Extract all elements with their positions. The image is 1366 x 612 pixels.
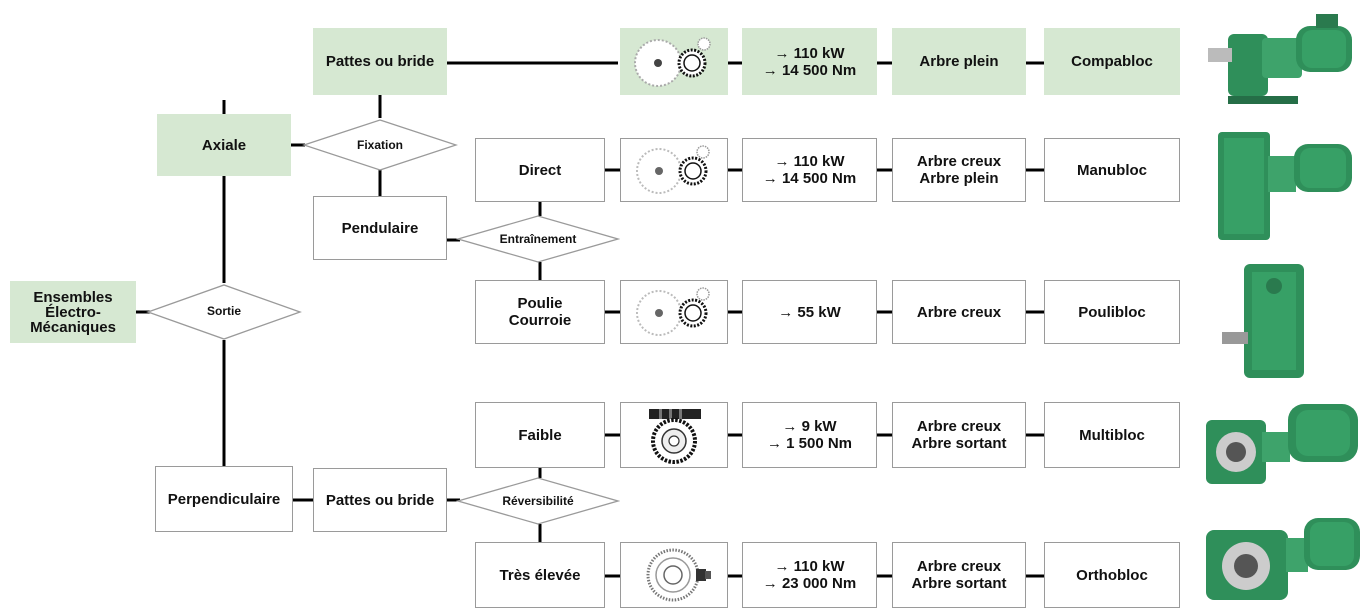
- entrainement-diamond: [456, 215, 620, 263]
- reversibilite-diamond: [456, 477, 620, 525]
- fixation-diamond: [302, 119, 458, 171]
- root-node: Ensembles Électro- Mécaniques: [10, 281, 136, 343]
- entrainement-label: Entraînement: [499, 232, 577, 246]
- row3-shaft-1: Arbre creux: [916, 303, 1002, 321]
- poulie-label-1: Poulie: [517, 295, 563, 312]
- row4-shaft-1: Arbre creux: [916, 418, 1002, 435]
- multibloc-photo: [1206, 404, 1358, 484]
- row2-shaft-2: Arbre plein: [919, 170, 999, 187]
- perpendiculaire-node: Perpendiculaire: [155, 466, 293, 532]
- row1-torque-value: → 14 500 Nm: [762, 61, 857, 79]
- sortie-diamond: [146, 284, 302, 340]
- root-label-3: Mécaniques: [30, 318, 116, 336]
- row1-gear-box: [620, 28, 728, 95]
- row5-power-value: → 110 kW: [774, 558, 845, 575]
- row2-power: → 110 kW → 14 500 Nm: [742, 138, 877, 202]
- row4-shaft: Arbre creux Arbre sortant: [892, 402, 1026, 468]
- spur-gear-icon: [636, 145, 710, 194]
- row2-product: Manubloc: [1044, 138, 1180, 202]
- spur-gear-icon: [634, 37, 711, 87]
- row3-shaft: Arbre creux: [892, 280, 1026, 344]
- fixation-label: Fixation: [356, 138, 403, 152]
- row4-shaft-2: Arbre sortant: [911, 435, 1007, 452]
- row3-gear-box: [620, 280, 728, 344]
- faible-node: Faible: [475, 402, 605, 468]
- sortie-label: Sortie: [206, 304, 241, 318]
- direct-node: Direct: [475, 138, 605, 202]
- row4-power: → 9 kW → 1 500 Nm: [742, 402, 877, 468]
- row5-product: Orthobloc: [1044, 542, 1180, 608]
- row5-torque-value: → 23 000 Nm: [762, 575, 857, 592]
- compabloc-photo: [1208, 14, 1352, 104]
- row2-gear-box: [620, 138, 728, 202]
- row4-power-value: → 9 kW: [782, 418, 837, 435]
- worm-gear-icon: [649, 409, 701, 464]
- row1-shaft: Arbre plein: [892, 28, 1026, 95]
- pattes-top-node: Pattes ou bride: [313, 28, 447, 95]
- row3-product: Poulibloc: [1044, 280, 1180, 344]
- row2-torque-value: → 14 500 Nm: [762, 170, 857, 187]
- spur-gear-icon: [636, 287, 710, 336]
- row5-power: → 110 kW → 23 000 Nm: [742, 542, 877, 608]
- root-label-1: Ensembles: [33, 288, 113, 306]
- bevel-gear-icon: [646, 548, 711, 602]
- poulibloc-photo: [1222, 264, 1304, 378]
- poulie-label-2: Courroie: [508, 312, 572, 329]
- manubloc-photo: [1218, 132, 1352, 240]
- axiale-node: Axiale: [157, 114, 291, 176]
- row4-torque-value: → 1 500 Nm: [766, 435, 853, 452]
- row1-power: → 110 kW → 14 500 Nm: [742, 28, 877, 95]
- row1-power-value: → 110 kW: [774, 44, 845, 62]
- row3-power-value: → 55 kW: [778, 303, 841, 321]
- row5-shaft-1: Arbre creux: [916, 558, 1002, 575]
- root-label-2: Électro-: [45, 303, 101, 321]
- poulie-node: Poulie Courroie: [475, 280, 605, 344]
- row5-shaft: Arbre creux Arbre sortant: [892, 542, 1026, 608]
- tres-elevee-node: Très élevée: [475, 542, 605, 608]
- row2-power-value: → 110 kW: [774, 153, 845, 170]
- orthobloc-photo: [1206, 518, 1360, 600]
- row2-shaft: Arbre creux Arbre plein: [892, 138, 1026, 202]
- row2-shaft-1: Arbre creux: [916, 153, 1002, 170]
- row4-product: Multibloc: [1044, 402, 1180, 468]
- row1-product: Compabloc: [1044, 28, 1180, 95]
- reversibilite-label: Réversibilité: [502, 494, 574, 508]
- row5-shaft-2: Arbre sortant: [911, 575, 1007, 592]
- row4-gear-box: [620, 402, 728, 468]
- row5-gear-box: [620, 542, 728, 608]
- pattes-bottom-node: Pattes ou bride: [313, 468, 447, 532]
- row3-power: → 55 kW: [742, 280, 877, 344]
- pendulaire-node: Pendulaire: [313, 196, 447, 260]
- row1-shaft-1: Arbre plein: [919, 53, 999, 70]
